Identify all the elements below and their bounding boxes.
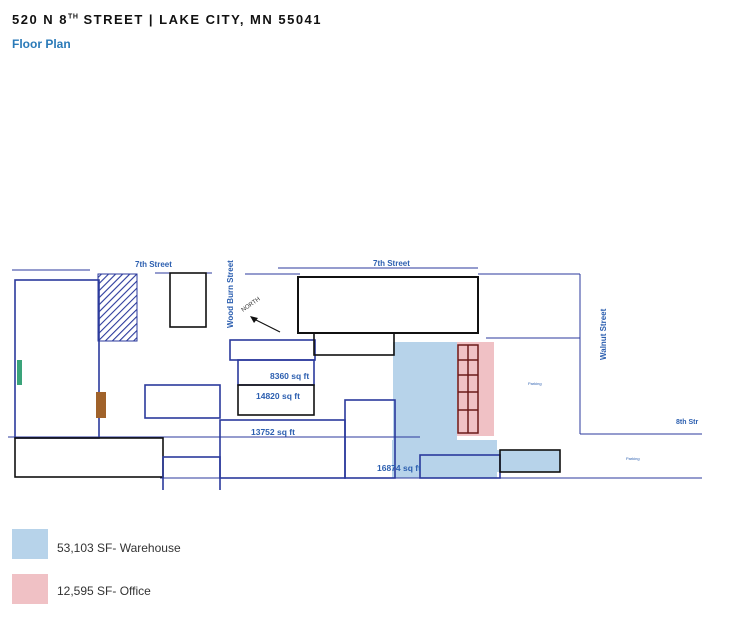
floor-plan: NORTH 7th Street 7th Street Wood Burn St… <box>8 259 702 490</box>
area-label-14820: 14820 sq ft <box>256 391 300 401</box>
page-subtitle: Floor Plan <box>12 37 71 51</box>
street-label-wood-burn: Wood Burn Street <box>226 260 235 328</box>
north-label: NORTH <box>241 297 262 314</box>
office-zone <box>457 342 494 436</box>
hatched-area <box>97 273 138 342</box>
parking-label: Parking <box>528 381 542 386</box>
street-label-8th: 8th Str <box>676 419 698 426</box>
parking-label: Parking <box>626 456 640 461</box>
warehouse-zone <box>393 342 457 440</box>
office-walls <box>457 344 479 434</box>
warehouse-zone <box>497 450 560 472</box>
legend-label-warehouse: 53,103 SF- Warehouse <box>57 541 181 555</box>
street-label-7th-right: 7th Street <box>373 259 410 268</box>
area-label-13752: 13752 sq ft <box>251 427 295 437</box>
north-arrow-icon <box>251 317 281 333</box>
buildings <box>14 272 561 490</box>
area-label-8360: 8360 sq ft <box>270 371 309 381</box>
legend-swatch-warehouse <box>12 529 48 559</box>
street-label-walnut: Walnut Street <box>599 308 608 360</box>
warehouse-zone <box>392 440 497 478</box>
stair-block <box>96 392 106 418</box>
north-arrowhead-icon <box>250 316 258 323</box>
legend-label-office: 12,595 SF- Office <box>57 584 151 598</box>
legend-swatch-office <box>12 574 48 604</box>
street-label-7th-left: 7th Street <box>135 260 172 269</box>
page-title: 520 N 8TH STREET | LAKE CITY, MN 55041 <box>12 12 323 27</box>
area-label-16874: 16874 sq ft <box>377 463 421 473</box>
door-block <box>17 360 22 385</box>
